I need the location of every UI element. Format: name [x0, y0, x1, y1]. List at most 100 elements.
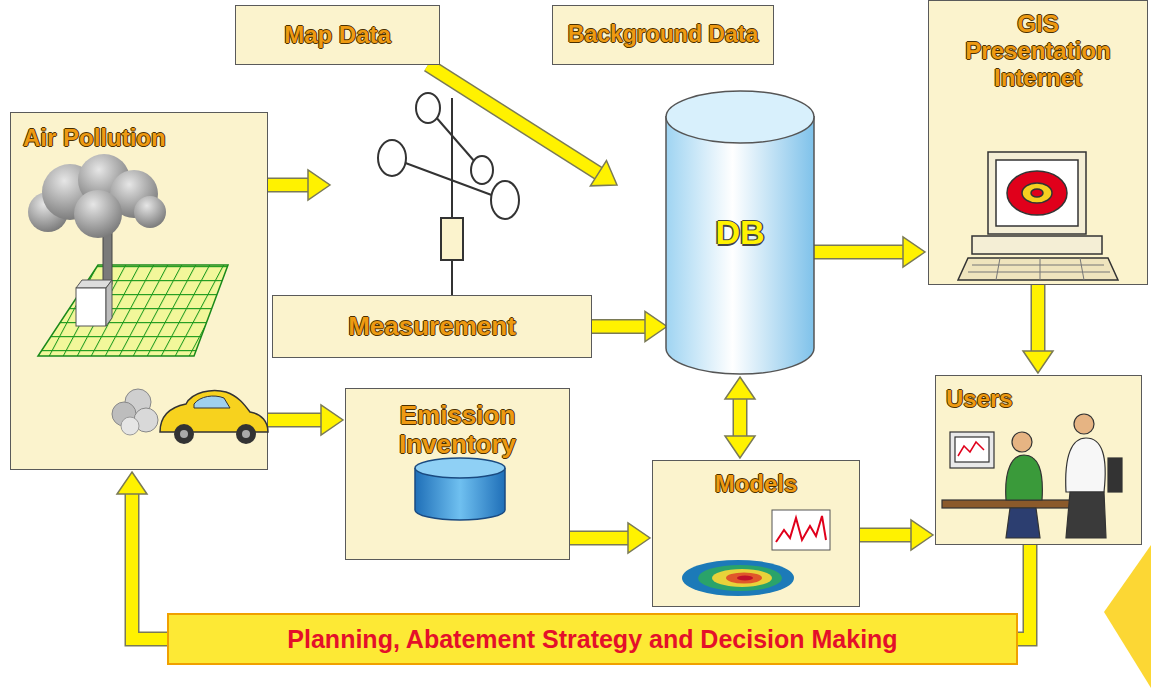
car-icon — [112, 402, 136, 426]
arrow-outline — [268, 178, 309, 193]
arrow-shaft — [813, 246, 904, 258]
arrow-outline — [592, 319, 646, 334]
flow-arrow — [725, 377, 755, 458]
anemometer-icon — [441, 218, 463, 260]
users-icon — [1066, 438, 1106, 492]
model-plot — [682, 560, 794, 596]
decision-band: Planning, Abatement Strategy and Decisio… — [167, 613, 1018, 665]
node-label: DB — [715, 213, 764, 251]
node-label: Map Data — [284, 22, 391, 49]
anemometer-icon — [491, 181, 519, 219]
background-data-box: Background Data — [552, 5, 774, 65]
arrow-outline — [733, 398, 748, 437]
arrow-outline — [132, 493, 167, 639]
smoke-cloud — [78, 154, 130, 206]
arrow-head — [628, 523, 650, 553]
arrow-outline — [860, 528, 912, 543]
node-label: Planning, Abatement Strategy and Decisio… — [287, 625, 897, 653]
flow-arrow — [592, 312, 667, 342]
factory-ground — [38, 265, 228, 356]
source-box: Air Pollution — [10, 112, 268, 470]
computer-icon — [988, 152, 1086, 234]
model-plot — [737, 576, 753, 581]
factory-icon — [76, 280, 112, 288]
smoke-cloud — [28, 154, 166, 238]
car-icon — [236, 424, 256, 444]
model-plot — [776, 516, 826, 542]
users-icon — [1108, 458, 1122, 492]
arrow-outline — [1031, 285, 1046, 352]
computer-icon — [1022, 183, 1052, 203]
car-icon — [180, 430, 188, 438]
database-icon — [415, 458, 505, 478]
car-icon — [174, 424, 194, 444]
arrow-shaft — [1018, 545, 1030, 639]
anemometer-icon — [416, 93, 440, 123]
users-icon — [1006, 455, 1043, 500]
anemometer-icon — [392, 158, 505, 200]
arrow-head — [1023, 351, 1053, 373]
node-label: Models — [715, 471, 798, 498]
arrow-shaft — [592, 321, 646, 333]
node-label: Emission Inventory — [373, 401, 543, 459]
node-label: GIS Presentation Internet — [948, 11, 1128, 92]
corner-wedge — [1104, 545, 1151, 688]
arrow-shaft — [570, 532, 629, 544]
anemometer-icon — [378, 93, 519, 295]
users-icon — [958, 442, 984, 456]
car-icon — [121, 417, 139, 435]
node-label: Air Pollution — [23, 125, 166, 152]
database-icon — [415, 458, 505, 520]
arrow-head — [321, 405, 343, 435]
users-icon — [1006, 508, 1040, 538]
arrow-head — [590, 161, 617, 186]
smoke-cloud — [42, 164, 98, 220]
factory-icon — [76, 288, 106, 326]
car-icon — [242, 430, 250, 438]
arrow-head — [903, 237, 925, 267]
arrow-outline — [570, 531, 629, 546]
process-box: Measurement — [272, 295, 592, 358]
flow-arrow — [428, 65, 617, 186]
factory-icon — [106, 280, 112, 326]
flow-arrow — [813, 237, 925, 267]
car-icon — [112, 389, 268, 444]
process-box: Emission Inventory — [345, 388, 570, 560]
flow-arrow — [860, 520, 933, 550]
factory-ground — [38, 265, 228, 356]
computer-icon — [958, 258, 1118, 280]
users-icon — [1074, 414, 1094, 434]
computer-icon — [958, 152, 1118, 280]
anemometer-icon — [428, 108, 482, 170]
process-box: Models — [652, 460, 860, 607]
arrow-head — [308, 170, 330, 200]
arrow-head — [911, 520, 933, 550]
car-icon — [194, 396, 230, 408]
arrow-shaft — [268, 414, 322, 426]
car-icon — [134, 408, 158, 432]
model-plot — [682, 510, 830, 596]
arrow-outline — [813, 245, 904, 260]
computer-icon — [996, 160, 1078, 226]
car-icon — [125, 389, 151, 415]
anemometer-icon — [451, 98, 453, 295]
computer-icon — [968, 258, 1110, 280]
users-icon — [1012, 432, 1032, 452]
corner-wedge — [1104, 545, 1151, 688]
flow-arrow — [1023, 285, 1053, 373]
flow-arrow — [117, 472, 167, 639]
model-plot — [712, 569, 772, 587]
node-label: Measurement — [348, 312, 516, 341]
model-plot — [726, 573, 762, 584]
cylinder-top — [666, 91, 814, 143]
cylinder-body — [666, 116, 814, 374]
flow-arrow — [1018, 545, 1030, 639]
anemometer-icon — [471, 156, 493, 184]
database-cylinder: DB — [665, 90, 815, 375]
arrow-head — [117, 472, 147, 494]
smoke-cloud — [74, 190, 122, 238]
node-label: Background Data — [568, 22, 758, 48]
map-data-box: Map Data — [235, 5, 440, 65]
factory-icon — [103, 198, 112, 284]
